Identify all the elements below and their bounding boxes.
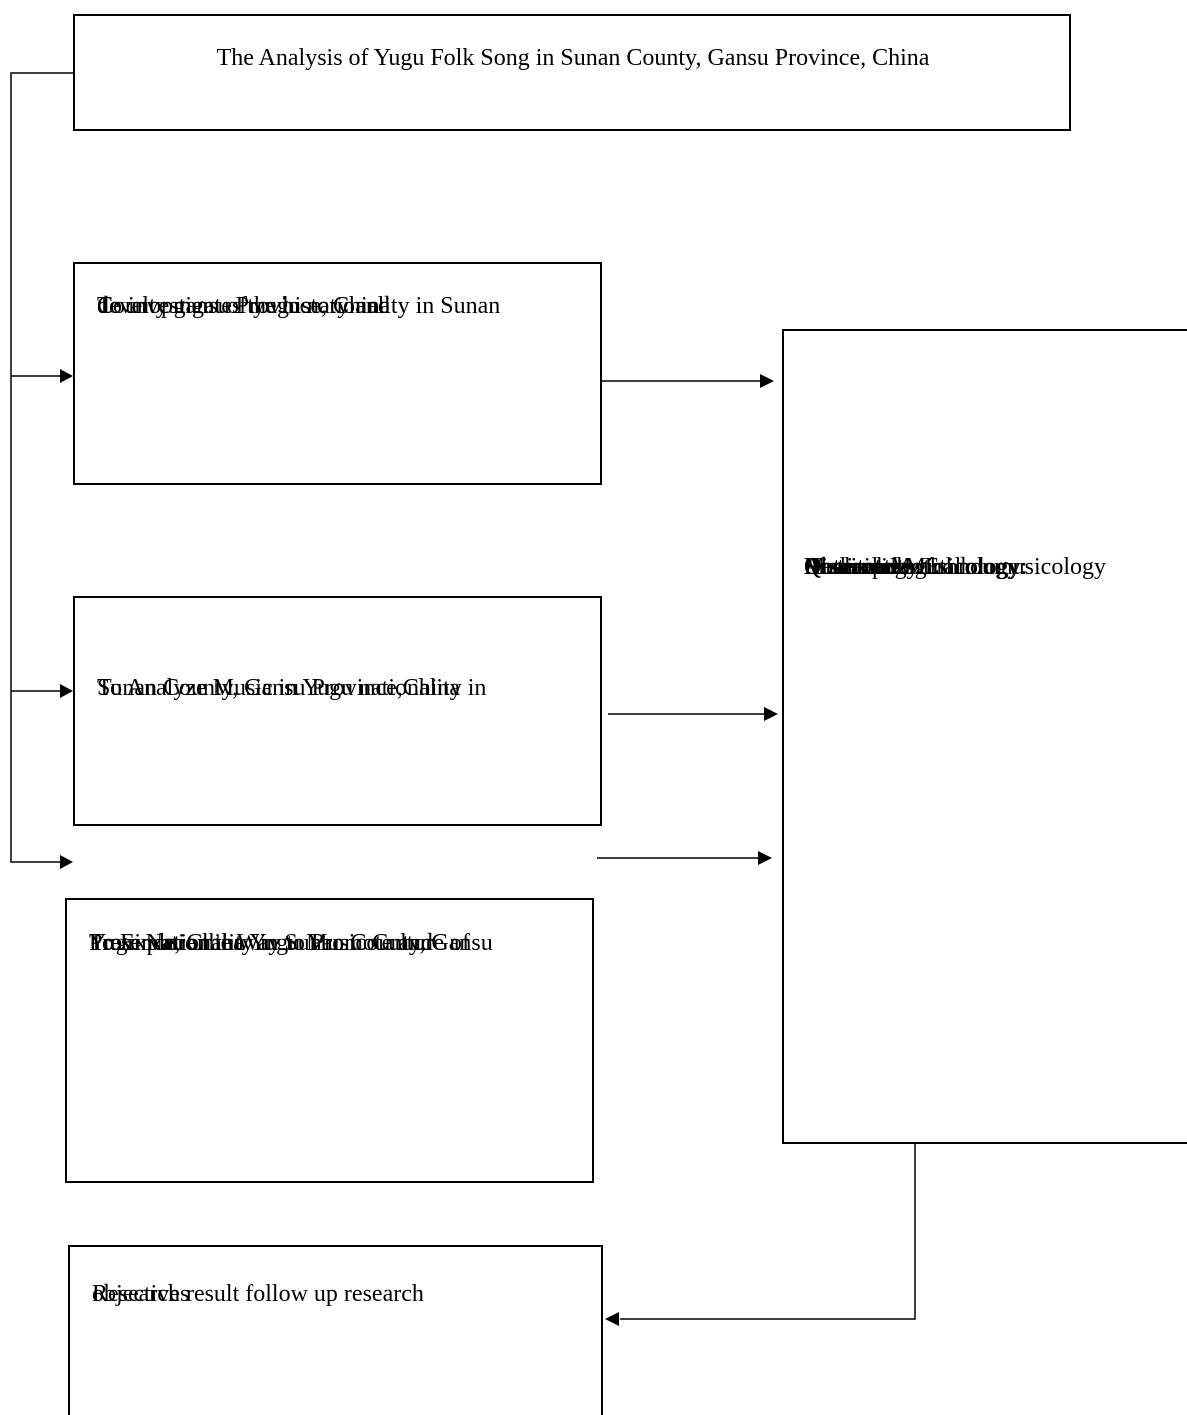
arrowhead-method-1	[760, 374, 774, 388]
objective-3-line: Preservation the Yugu Music Culture of	[89, 930, 471, 956]
arrowhead-method-2	[764, 707, 778, 721]
title-box	[73, 14, 1071, 131]
objective-1-line: development of yugu nationality in Sunan	[97, 293, 501, 319]
methodology-heading: Reseach Mothodology:	[804, 554, 1028, 580]
objective-box-1: To investigates the history and developm…	[73, 262, 602, 485]
result-line: objectives	[92, 1281, 190, 1307]
arrowhead-method-3	[758, 851, 772, 865]
result-line: Research result follow up research	[92, 1281, 424, 1307]
title-text: The Analysis of Yugu Folk Song in Sunan …	[216, 45, 930, 71]
methodology-box: Reseach Mothodology: Qualitative Observa…	[782, 329, 1187, 1144]
methodology-item: Historical Musicology	[804, 554, 1020, 580]
methodology-item: Musicology Ethnoumusicology	[804, 554, 1106, 580]
objective-1-line: County gansu Province, China	[97, 293, 391, 319]
objective-2-line: To Analyze Music in Yugu nationality in	[97, 675, 487, 701]
objective-3-line: Province, China	[89, 930, 244, 956]
methodology-item: Anthropological	[804, 554, 962, 580]
arrowhead-obj3	[60, 855, 73, 869]
arrowhead-result	[605, 1312, 619, 1326]
trunk-line	[10, 72, 73, 863]
methodology-item: Observation	[804, 554, 922, 580]
objective-box-3: To Explore the Way to Promote and Preser…	[65, 898, 594, 1183]
result-box: Research result follow up research objec…	[68, 1245, 603, 1415]
objective-1-line: To investigates the history and	[97, 293, 390, 319]
arrowhead-obj1	[60, 369, 73, 383]
methodology-item: Qualitative	[804, 554, 911, 580]
methodology-item: Documents	[804, 554, 914, 580]
objective-3-line: Yugu Nationality in Sunan County, Gansu	[89, 930, 493, 956]
objective-box-2: To Analyze Music in Yugu nationality in …	[73, 596, 602, 826]
connector-method-result	[620, 1144, 916, 1320]
objective-2-line: Sunan County, Gansu Province,China	[97, 675, 461, 701]
arrowhead-obj2	[60, 684, 73, 698]
objective-3-line: To Explore the Way to Promote and	[89, 930, 433, 956]
